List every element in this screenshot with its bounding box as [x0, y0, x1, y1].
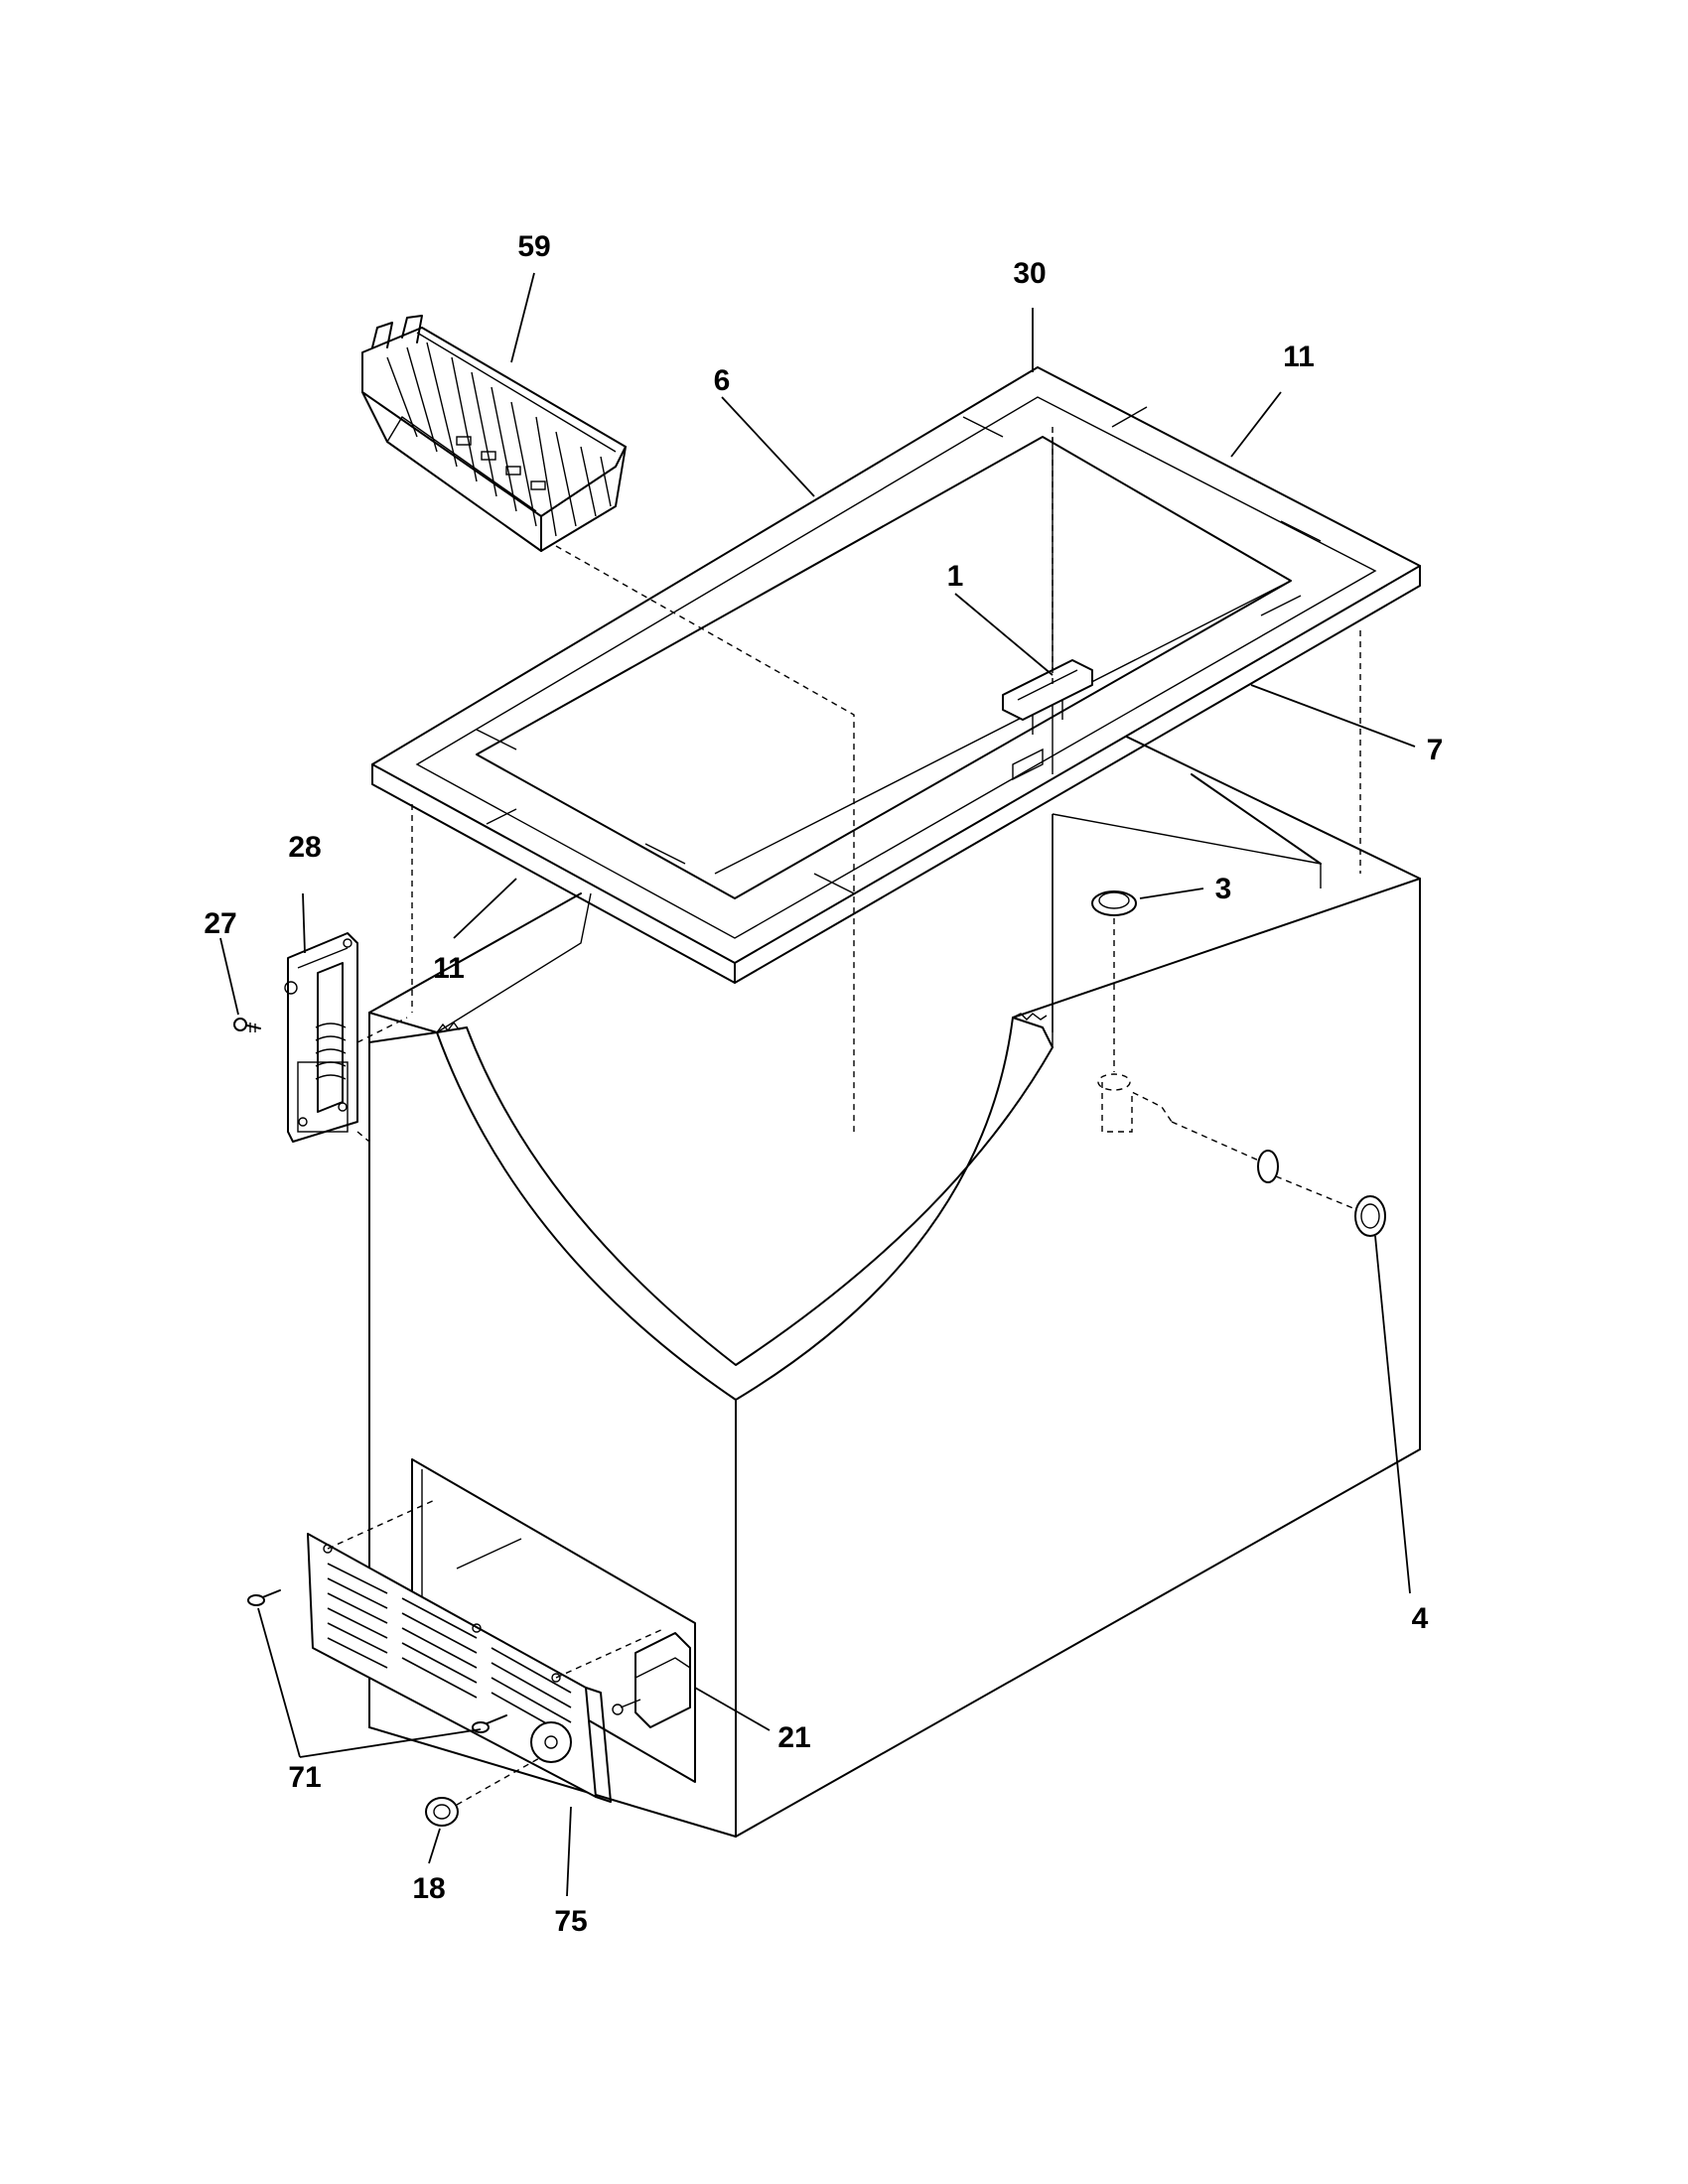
callout-11-top: 11: [1283, 341, 1315, 373]
callout-labels: 59 30 11 6 1 7 28 27 3 11 4 21 71 18 75: [204, 230, 1443, 1938]
lid-gasket-frame: [371, 366, 1421, 984]
thermostat: [612, 1632, 691, 1728]
callout-4: 4: [1412, 1602, 1429, 1635]
callout-28: 28: [288, 831, 321, 864]
callout-1: 1: [947, 560, 964, 593]
callout-30: 30: [1013, 257, 1046, 290]
callout-7: 7: [1427, 734, 1444, 766]
callout-21: 21: [777, 1721, 810, 1754]
lid-lock-part: [1002, 659, 1093, 781]
callout-27: 27: [204, 907, 236, 940]
callout-3: 3: [1215, 873, 1232, 905]
cabinet-body: [368, 729, 1421, 1838]
leader-lines: [219, 272, 1416, 1897]
callout-71: 71: [288, 1761, 321, 1794]
drain-assembly: [1091, 890, 1386, 1237]
callout-11-left: 11: [433, 952, 465, 985]
basket-guide-line: [555, 545, 855, 1137]
callout-59: 59: [517, 230, 550, 263]
grille-panel: [307, 1458, 696, 1803]
callout-6: 6: [714, 364, 731, 397]
hinge: [284, 932, 408, 1143]
callout-18: 18: [412, 1872, 445, 1905]
callout-75: 75: [554, 1905, 587, 1938]
basket: [361, 315, 627, 552]
control-knob: [425, 1756, 542, 1827]
screw: [233, 1018, 261, 1032]
